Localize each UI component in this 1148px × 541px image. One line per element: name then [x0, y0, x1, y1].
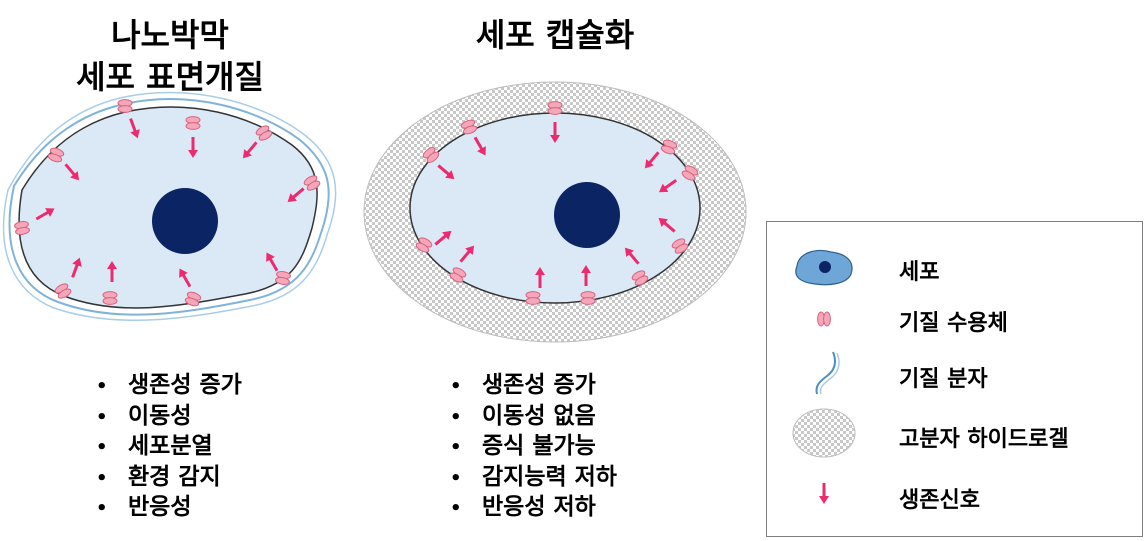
list-item: •증식 불가능: [450, 433, 596, 459]
left-modified-cell: [2, 91, 337, 322]
right-encapsulated-cell: [363, 81, 747, 343]
legend-item-cell: 세포: [767, 244, 1142, 294]
legend-item-matrix-molecule: 기질 분자: [767, 348, 1142, 398]
legend-box: 세포 기질 수용체 기질 분자 고분자 하이드로겔 생존신호: [766, 221, 1143, 537]
left-title-line2: 세포 표면개질: [76, 58, 264, 96]
nucleus: [554, 182, 620, 248]
list-item: •이동성: [96, 402, 192, 429]
list-item: •세포분열: [96, 433, 213, 459]
legend-item-survival-signal: 생존신호: [767, 476, 1142, 526]
list-item: •반응성: [96, 494, 192, 520]
list-item: •생존성 증가: [450, 372, 596, 398]
list-item: •감지능력 저하: [450, 463, 617, 490]
membrane-outer-wave-2: [2, 91, 337, 322]
legend-label-receptor: 기질 수용체: [899, 311, 1008, 336]
legend-label-cell: 세포: [899, 260, 940, 285]
right-panel-title: 세포 캡슐화: [475, 16, 635, 54]
left-title-line1: 나노박막: [111, 16, 229, 54]
legend-label-survival-signal: 생존신호: [899, 488, 980, 513]
legend-item-receptor: 기질 수용체: [767, 299, 1142, 349]
list-item: •환경 감지: [96, 463, 221, 490]
nucleus: [152, 188, 218, 254]
receptor-icon: [817, 311, 831, 327]
matrix-molecule-icon: [815, 351, 840, 395]
right-bullet-list: •생존성 증가 •이동성 없음 •증식 불가능 •감지능력 저하 •반응성 저하: [450, 370, 617, 523]
hydrogel-icon: [792, 408, 856, 458]
cell-icon: [795, 249, 853, 286]
legend-label-matrix-molecule: 기질 분자: [899, 367, 988, 392]
left-bullet-list: •생존성 증가 •이동성 •세포분열 •환경 감지 •반응성: [96, 370, 242, 523]
legend-item-hydrogel: 고분자 하이드로겔: [767, 407, 1142, 458]
list-item: •반응성 저하: [450, 494, 596, 520]
list-item: •이동성 없음: [450, 402, 596, 429]
list-item: •생존성 증가: [96, 372, 242, 398]
legend-label-hydrogel: 고분자 하이드로겔: [899, 427, 1069, 452]
left-panel-title: 나노박막 세포 표면개질: [40, 14, 300, 98]
survival-signal-arrow-icon: [817, 481, 831, 506]
